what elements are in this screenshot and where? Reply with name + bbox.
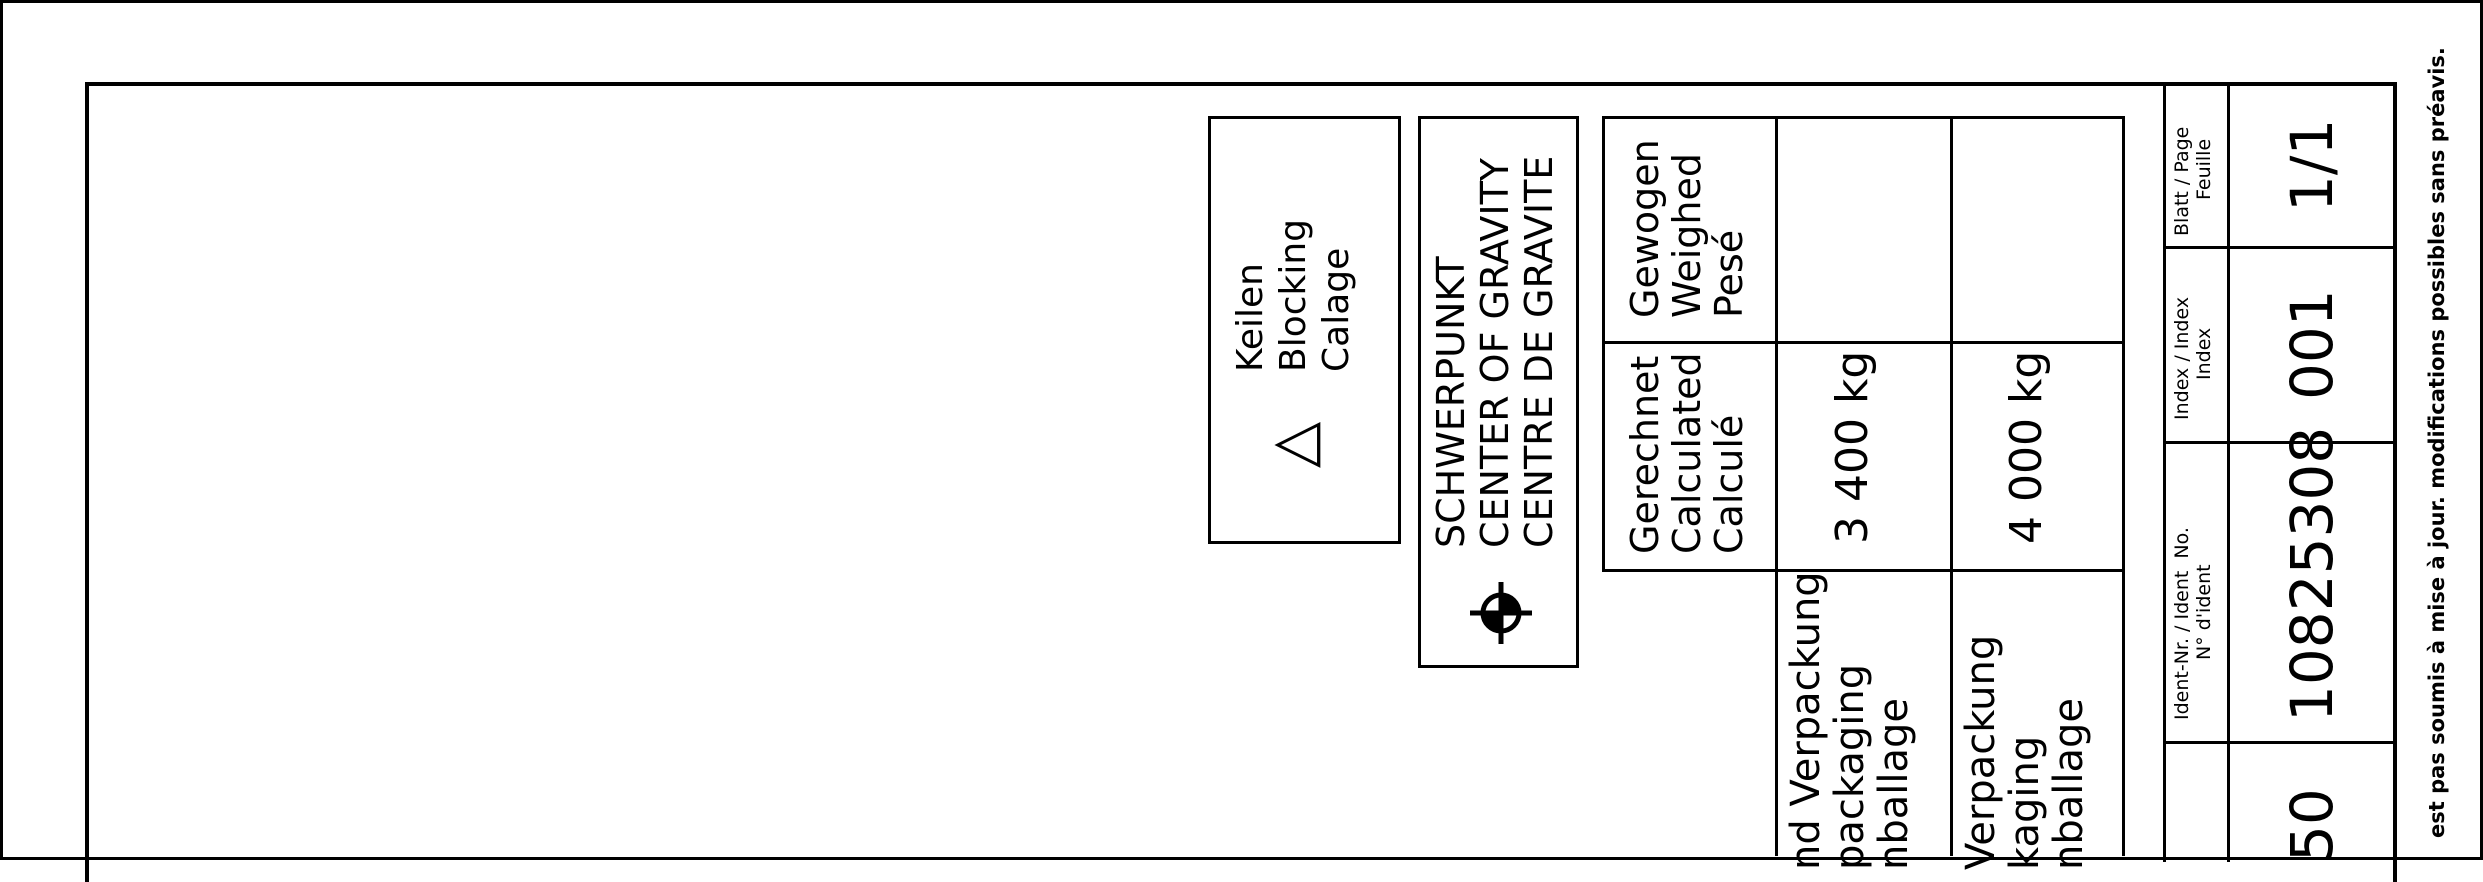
ident-number: 10825308 bbox=[2278, 426, 2346, 722]
blocking-label-fr: Calage bbox=[1316, 247, 1357, 372]
weight-table-bottom-line bbox=[1602, 569, 2124, 572]
title-block-label-divider bbox=[2227, 82, 2230, 862]
calculated-label-fr: Calculé bbox=[1707, 414, 1751, 554]
center-of-gravity-icon bbox=[1470, 582, 1532, 644]
weight-table-divider-2 bbox=[1950, 116, 1953, 856]
weighed-label-de: Gewogen bbox=[1623, 139, 1667, 318]
row2-label-en: kaging bbox=[2002, 735, 2048, 870]
index-label-line1: Index / Index bbox=[2171, 296, 2193, 420]
row1-label-de: nd Verpackung bbox=[1783, 571, 1829, 870]
gravity-label-fr: CENTRE DE GRAVITE bbox=[1517, 155, 1561, 548]
drawing-inner-frame bbox=[85, 82, 2397, 882]
blocking-legend-box bbox=[1208, 116, 1401, 544]
row1-label-en: packaging bbox=[1827, 663, 1873, 870]
page-number: 1/1 bbox=[2278, 118, 2346, 212]
page-label-line1: Blatt / Page bbox=[2171, 126, 2193, 236]
row1-label-fr: nballage bbox=[1871, 698, 1917, 870]
index-label-line2: Index bbox=[2193, 327, 2215, 380]
title-block-line-1 bbox=[2163, 246, 2397, 249]
ident-label-line2: N° d'ident bbox=[2193, 564, 2215, 660]
weighed-label-fr: Pesé bbox=[1707, 229, 1751, 318]
blocking-label-en: Blocking bbox=[1273, 218, 1314, 372]
calculated-weight-row1: 3 400 kg bbox=[1827, 350, 1878, 544]
gravity-label-en: CENTER OF GRAVITY bbox=[1473, 157, 1517, 548]
weighed-label-en: Weighed bbox=[1665, 153, 1709, 318]
blocking-triangle-icon: △ bbox=[1258, 421, 1328, 468]
calculated-label-en: Calculated bbox=[1665, 352, 1709, 554]
title-block-line-2 bbox=[2163, 441, 2397, 444]
index-value: 001 bbox=[2278, 289, 2346, 400]
disclaimer-text: est pas soumis à mise à jour. modificati… bbox=[2425, 47, 2449, 838]
calculated-weight-row2: 4 000 kg bbox=[2001, 350, 2052, 544]
blocking-label-de: Keilen bbox=[1230, 263, 1271, 372]
gravity-label-de: SCHWERPUNKT bbox=[1429, 256, 1473, 548]
page-label-line2: Feuille bbox=[2193, 138, 2215, 200]
weight-table-right-border bbox=[2122, 116, 2125, 856]
weight-table-divider-1 bbox=[1775, 116, 1778, 856]
row2-label-fr: nballage bbox=[2046, 698, 2092, 870]
ident-label-line1: Ident-Nr. / Ident No. bbox=[2171, 527, 2193, 720]
row2-label-de: Verpackung bbox=[1958, 634, 2004, 870]
title-block-left-border bbox=[2163, 82, 2166, 862]
weight-table-top-border bbox=[1602, 116, 2124, 119]
weight-table-mid-line bbox=[1602, 341, 2124, 344]
partial-number: 50 bbox=[2278, 788, 2346, 862]
weight-table-left-border bbox=[1602, 116, 1605, 572]
calculated-label-de: Gerechnet bbox=[1623, 355, 1667, 554]
center-of-gravity-box bbox=[1418, 116, 1579, 668]
title-block-line-3 bbox=[2163, 741, 2397, 744]
